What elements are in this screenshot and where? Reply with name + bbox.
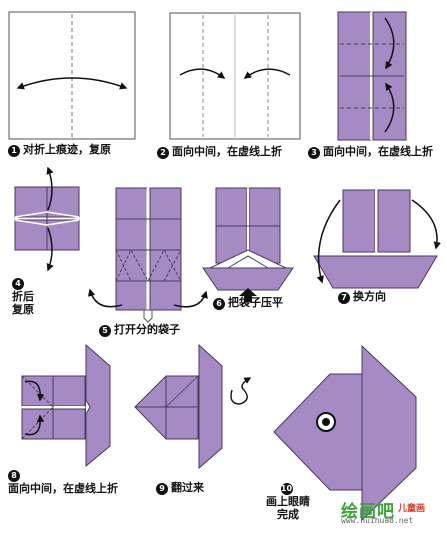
step-7-text: 换方向 <box>353 290 386 303</box>
step2-arrow-left <box>179 68 226 79</box>
step9-flip-arrow <box>230 377 252 405</box>
step-7-number: 7 <box>338 292 350 304</box>
step-3-text: 面向中间，在虚线上折 <box>323 145 433 158</box>
step-5-number: 5 <box>99 325 111 337</box>
step-4-text: 折后 <box>12 290 34 303</box>
step6-figure <box>202 187 294 302</box>
step2-figure <box>169 12 301 140</box>
step-10-label: 10 画上眼睛 完成 <box>266 481 310 521</box>
step5-arrow-right <box>173 290 208 308</box>
logo-sub-text: 儿童画 <box>398 504 426 514</box>
step6-press-arrow <box>239 288 257 302</box>
fish-tail <box>361 344 417 522</box>
step-1-number: 1 <box>8 145 20 157</box>
step-2-text: 面向中间，在虚线上折 <box>172 145 282 158</box>
step-8-number: 8 <box>8 470 20 482</box>
step-8-text: 面向中间，在虚线上折 <box>8 482 118 495</box>
step7-arrow-right <box>411 199 441 250</box>
step7-arrow-left <box>316 199 341 284</box>
step3-arrow-bottom <box>384 82 395 133</box>
step4-figure <box>14 166 80 272</box>
step4-arrow-down <box>46 227 54 272</box>
step5-arrow-left <box>87 288 123 308</box>
step-8-label: 8 面向中间，在虚线上折 <box>8 468 118 495</box>
site-logo: 绘画吧 儿童画 www.huihua8.net <box>341 497 441 529</box>
step-2-number: 2 <box>157 147 169 159</box>
step1-figure <box>8 11 136 140</box>
logo-main-text: 绘画吧 <box>341 502 395 522</box>
step8-arrow-top <box>24 380 45 402</box>
step10-figure <box>273 344 417 522</box>
step-4-text2: 复原 <box>12 303 34 316</box>
step-4-number: 4 <box>12 278 24 290</box>
step9-figure <box>134 343 252 470</box>
step5-figure <box>87 187 208 323</box>
step-10-text: 画上眼睛 <box>266 495 310 508</box>
step-6-number: 6 <box>213 298 225 310</box>
step4-arrow-up <box>46 166 54 211</box>
step1-arrow <box>16 77 128 90</box>
step8-arrow-bottom <box>24 414 45 436</box>
step8-figure <box>21 343 111 468</box>
step1-paper <box>8 11 136 140</box>
step-9-number: 9 <box>156 483 168 495</box>
step7-figure <box>313 189 441 289</box>
step-6-text: 把袋子压平 <box>228 296 283 309</box>
step-10-text2: 完成 <box>277 508 299 521</box>
step-4-label: 4 折后 复原 <box>12 276 34 316</box>
step3-arrow-top <box>384 17 395 70</box>
logo-url-text: www.huihua8.net <box>341 516 414 525</box>
step2-arrow-right <box>243 68 291 79</box>
step-5-text: 打开分的袋子 <box>114 323 180 336</box>
step3-figure <box>337 11 407 141</box>
step-10-number: 10 <box>280 483 293 495</box>
step-1-text: 对折上痕迹，复原 <box>23 143 111 156</box>
step-9-text: 翻过来 <box>171 481 204 494</box>
step-3-number: 3 <box>308 147 320 159</box>
